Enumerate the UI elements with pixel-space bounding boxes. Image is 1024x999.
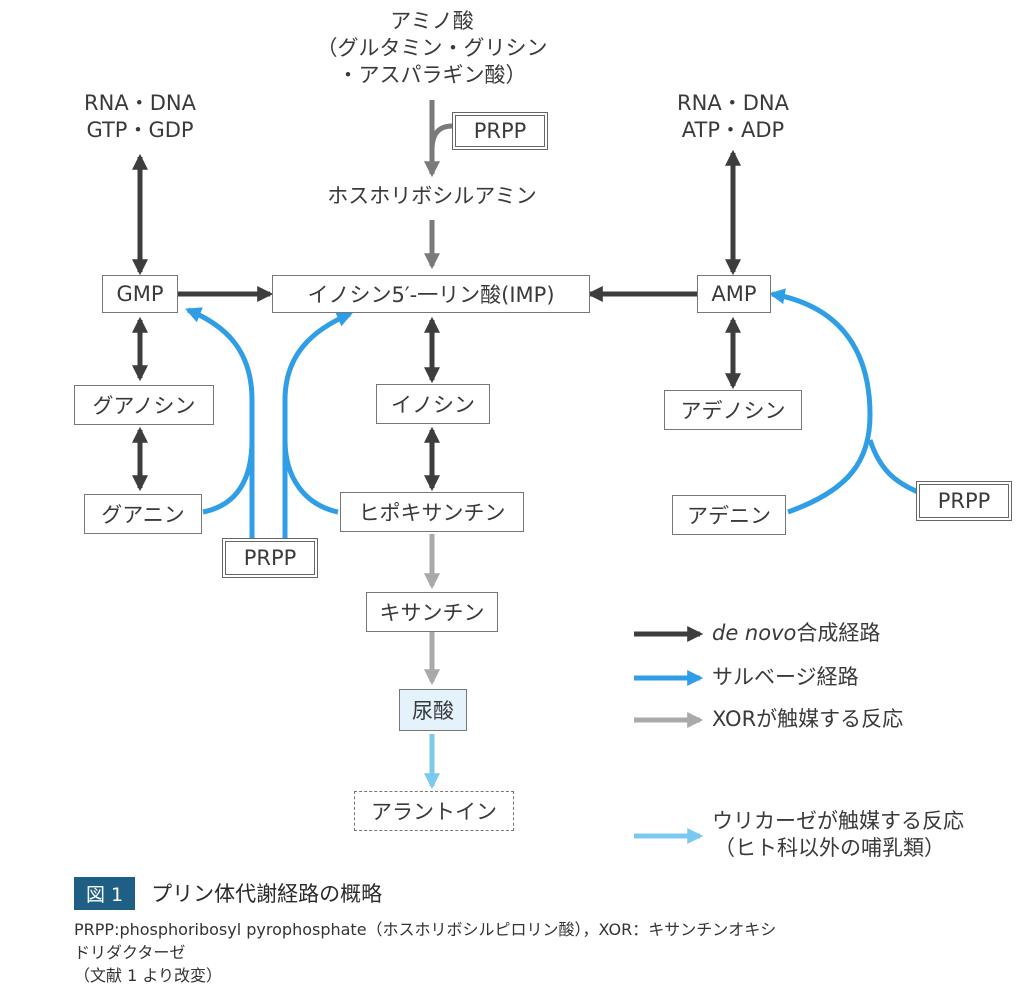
caption-note-line1: PRPP:phosphoribosyl pyrophosphate（ホスホリボシ… xyxy=(74,920,777,939)
legend-de-novo-rest: 合成経路 xyxy=(796,621,881,645)
arrow-salvage-adenine-amp xyxy=(768,288,873,515)
arrow-prpp-right-join xyxy=(867,439,919,495)
rna-dna-gtp-label: RNA・DNA GTP・GDP xyxy=(60,90,220,144)
prpp-right-box: PRPP xyxy=(916,481,1012,521)
legend-de-novo: de novo合成経路 xyxy=(712,620,880,647)
prpp-top-box: PRPP xyxy=(452,112,548,150)
caption-note-line3: （文献 1 より改変） xyxy=(74,966,223,985)
allantoin-box: アラントイン xyxy=(354,791,514,831)
amino-acids-label: アミノ酸 （グルタミン・グリシン ・アスパラギン酸） xyxy=(302,8,562,89)
gmp-box: GMP xyxy=(102,275,178,313)
guanine-box: グアニン xyxy=(84,494,202,534)
arrow-salvage-hypo-imp xyxy=(282,311,353,515)
rna-dna-right-line1: RNA・DNA xyxy=(677,91,789,115)
prpp-bottom-box: PRPP xyxy=(222,538,318,578)
amino-acids-line3: ・アスパラギン酸） xyxy=(337,63,527,87)
amp-box: AMP xyxy=(697,275,771,313)
legend-uricase-line1: ウリカーゼが触媒する反応 xyxy=(712,809,964,833)
rna-dna-left-line1: RNA・DNA xyxy=(84,91,196,115)
imp-box: イノシン5′-一リン酸(IMP) xyxy=(272,275,590,313)
amino-acids-line1: アミノ酸 xyxy=(390,9,474,33)
legend-uricase: ウリカーゼが触媒する反応 （ヒト科以外の哺乳類） xyxy=(712,808,964,862)
phosphoribosylamine-label: ホスホリボシルアミン xyxy=(327,184,537,208)
arrow-salvage-guanine-gmp xyxy=(185,307,255,515)
adenine-box: アデニン xyxy=(672,495,786,535)
rna-dna-right-line2: ATP・ADP xyxy=(681,118,785,142)
legend-xor: XORが触媒する反応 xyxy=(712,707,904,731)
legend-de-novo-italic: de novo xyxy=(712,621,797,645)
guanosine-box: グアノシン xyxy=(74,385,214,425)
legend-uricase-line2: （ヒト科以外の哺乳類） xyxy=(714,836,945,860)
amino-acids-line2: （グルタミン・グリシン xyxy=(316,36,548,60)
uric-acid-box: 尿酸 xyxy=(399,689,467,731)
figure-badge: 図 1 xyxy=(74,876,136,910)
xanthine-box: キサンチン xyxy=(366,592,498,632)
adenosine-box: アデノシン xyxy=(664,390,802,430)
caption-note-line2: ドリダクターゼ xyxy=(74,943,186,962)
legend-salvage: サルベージ経路 xyxy=(712,665,859,689)
rna-dna-atp-label: RNA・DNA ATP・ADP xyxy=(653,90,813,144)
figure-title: プリン体代謝経路の概略 xyxy=(151,882,383,906)
rna-dna-left-line2: GTP・GDP xyxy=(86,118,194,142)
arrow-prpp-top-join xyxy=(429,123,453,151)
inosine-box: イノシン xyxy=(376,384,490,424)
figure-caption-title: 図 1 プリン体代謝経路の概略 xyxy=(74,876,383,910)
hypoxanthine-box: ヒポキサンチン xyxy=(340,492,524,532)
